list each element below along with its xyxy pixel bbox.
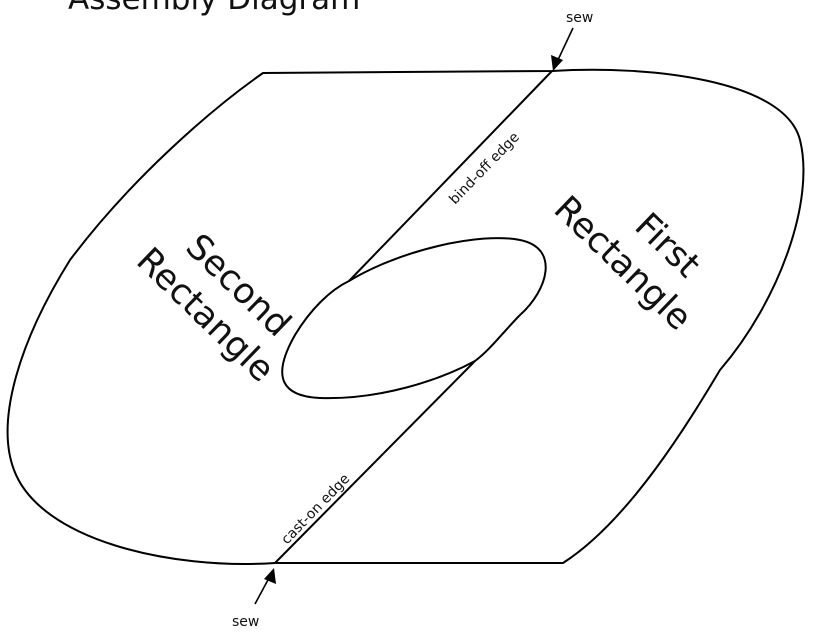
cast-on-edge-label: cast-on edge (278, 471, 353, 548)
sew-label-top: sew (566, 10, 593, 26)
sew-arrow-bottom-icon (264, 568, 276, 584)
outer-outline (6, 68, 805, 565)
cast-on-seam (274, 360, 476, 564)
sew-arrow-bottom-shaft (254, 577, 270, 605)
bind-off-seam (348, 70, 553, 282)
sew-arrow-top-shaft (556, 27, 574, 63)
inner-opening (281, 237, 547, 400)
first-rectangle-label: First Rectangle (546, 189, 708, 339)
sew-label-bottom: sew (232, 614, 259, 630)
second-rectangle-label: Second Rectangle (128, 227, 298, 390)
sew-arrow-top-icon (551, 55, 563, 71)
diagram-title: Assembly Diagram (68, 0, 360, 17)
